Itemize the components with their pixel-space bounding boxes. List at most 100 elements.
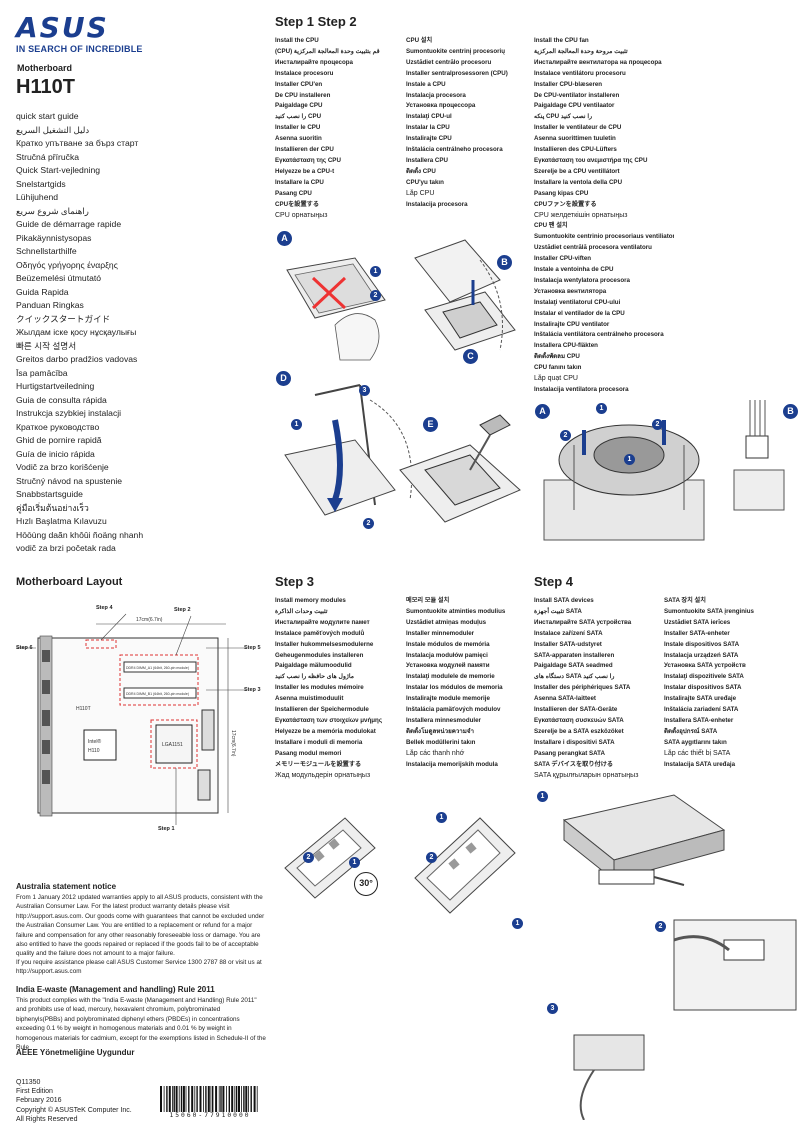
barcode-bar <box>182 1086 185 1112</box>
barcode-bar <box>218 1086 220 1112</box>
sata-num-1: 1 <box>537 791 548 802</box>
barcode-bar <box>196 1086 198 1112</box>
quick-start-title: Greitos darbo pradžios vadovas <box>16 354 138 364</box>
step12-col3-item: Inštalácia ventilátora centrálneho proce… <box>534 331 664 339</box>
step12-col1-item: Install the CPU <box>275 37 319 44</box>
footer-rights: All Rights Reserved <box>16 1115 78 1123</box>
step4-col2-item: Inštalácia zariadení SATA <box>664 706 739 714</box>
badge-d: D <box>276 371 291 386</box>
step4-col2-item: Uzstādiet SATA ierīces <box>664 618 731 626</box>
badge-e: E <box>423 417 438 432</box>
fan-num-2a: 2 <box>652 419 663 430</box>
quick-start-title: Snabbstartsguide <box>16 489 83 499</box>
barcode-bar <box>166 1086 168 1112</box>
barcode-bar <box>215 1086 218 1112</box>
quick-start-title: Beüzemelési útmutató <box>16 273 102 283</box>
step12-col2-item: Lắp CPU <box>406 189 435 197</box>
step3-col1-item: Paigaldage mälumoodulid <box>275 662 352 670</box>
barcode-bar <box>226 1086 227 1112</box>
australia-body: From 1 January 2012 updated warranties a… <box>16 894 265 958</box>
quick-start-title: راهنمای شروع سریع <box>16 205 89 216</box>
dimm-illustration-1 <box>284 817 376 899</box>
step3-heading: Step 3 <box>275 574 315 589</box>
barcode-number: 15060-77910000 <box>169 1112 251 1119</box>
step12-col2-item: Inštalácia centrálneho procesora <box>406 146 503 154</box>
quick-start-title: Quick Start-vejledning <box>16 165 101 175</box>
barcode-bar <box>207 1086 210 1112</box>
step4-col2-item: SATA aygıtlarını takın <box>664 738 727 746</box>
step12-col2-item: Instalacija procesora <box>406 200 468 208</box>
socket-b-illustration <box>414 239 516 351</box>
step12-col1-item: De CPU installeren <box>275 91 331 99</box>
logo-word: ASUS <box>16 11 109 44</box>
step3-col2-item: Uzstādiet atmiņas moduļus <box>406 618 487 626</box>
step12-col2-item: Instalar la CPU <box>406 124 450 132</box>
step12-col3-item: Installer CPU-blæseren <box>534 80 603 88</box>
step12-col2-item: Instalacja procesora <box>406 91 466 99</box>
model-name: H110T <box>16 76 75 98</box>
step12-col2-item: Installer sentralprosessoren (CPU) <box>406 69 508 77</box>
asus-logo: ASUS IN SEARCH OF INCREDIBLE <box>16 11 143 55</box>
step3-col1-item: ماژول های حافظه را نصب کنید <box>275 673 355 681</box>
layout-step4-label: Step 4 <box>96 605 113 611</box>
step4-col2-item: Instalacija SATA uređaja <box>664 760 736 768</box>
mem-num-2a: 2 <box>303 852 314 863</box>
quick-start-title: クイックスタートガイド <box>16 313 111 324</box>
angle-callout: 30° <box>354 872 378 896</box>
step12-col3-item: Paigaldage CPU ventilaator <box>534 102 615 110</box>
badge-fan-b: B <box>783 404 798 419</box>
barcode-bar <box>191 1086 194 1112</box>
step-num-d1: 1 <box>291 419 302 430</box>
step3-col2-item: Inštalácia pamäťových modulov <box>406 706 501 714</box>
quick-start-title: 빠른 시작 설명서 <box>16 340 77 351</box>
fan-illustration-a <box>543 420 705 541</box>
quick-start-title: Οδηγός γρήγορης έναρξης <box>16 259 118 270</box>
step3-col2-item: ติดตั้งโมดูลหน่วยความจำ <box>406 727 474 735</box>
step4-col1-item: Installer SATA-udstyret <box>534 640 602 648</box>
step3-col1-item: Installare i moduli di memoria <box>275 738 363 746</box>
step12-col3-item: Szerelje be a CPU ventillátort <box>534 167 620 175</box>
quick-start-title: Ghid de pornire rapidă <box>16 435 102 445</box>
barcode <box>160 1086 258 1112</box>
step3-col2-item: Instalacija memorijskih modula <box>406 760 498 768</box>
socket-d-illustration <box>284 384 413 516</box>
step12-col3-item: Instalace ventilátoru procesoru <box>534 69 626 77</box>
barcode-bar <box>172 1086 173 1112</box>
step12-col1-item: Εγκατάσταση της CPU <box>275 156 341 164</box>
width-label: 17cm(6.7in) <box>136 617 163 623</box>
badge-c: C <box>463 349 478 364</box>
step4-col1-item: تثبيت أجهزة SATA <box>534 607 582 615</box>
badge-a: A <box>277 231 292 246</box>
chip-name-label: H110 <box>88 748 100 754</box>
barcode-bar <box>188 1086 190 1112</box>
step3-col2-item: 메모리 모듈 설치 <box>406 597 450 604</box>
layout-step2-label: Step 2 <box>174 607 191 613</box>
step12-col3-item: CPU 팬 설치 <box>534 222 568 230</box>
step12-col1-item: CPU орнатыңыз <box>275 211 328 219</box>
fan-num-1a: 1 <box>596 403 607 414</box>
barcode-bar <box>231 1086 234 1112</box>
step12-col3-item: Install the CPU fan <box>534 37 589 44</box>
height-label: 17cm(6.7in) <box>230 730 236 757</box>
step3-col1-item: Installieren der Speichermodule <box>275 706 369 714</box>
step12-col3-item: CPU fanını takın <box>534 364 582 372</box>
india-title: India E-waste (Management and handling) … <box>16 985 215 994</box>
logo-tagline: IN SEARCH OF INCREDIBLE <box>16 44 143 54</box>
step4-col1-item: Pasang perangkat SATA <box>534 749 605 757</box>
step3-col1-item: メモリーモジュールを設置する <box>275 760 362 768</box>
quick-start-title: Краткое руководство <box>16 421 100 432</box>
step3-col2-item: Instale módulos de memória <box>406 640 490 648</box>
barcode-bar <box>173 1086 175 1112</box>
barcode-bar <box>243 1086 245 1112</box>
step12-col1-item: Installare la CPU <box>275 178 324 186</box>
barcode-bar <box>163 1086 165 1112</box>
step-num-d2: 2 <box>363 518 374 529</box>
quick-start-title: Pikakäynnistysopas <box>16 232 92 243</box>
footer-code: Q11350 <box>16 1079 41 1086</box>
step3-col1-item: Pasang modul memori <box>275 749 342 757</box>
barcode-bar <box>205 1086 207 1112</box>
step12-col1-item: را نصب کنید CPU <box>275 113 322 121</box>
step4-col1-item: Installer des périphériques SATA <box>534 684 631 692</box>
quick-start-title: Guida Rapida <box>16 286 69 297</box>
